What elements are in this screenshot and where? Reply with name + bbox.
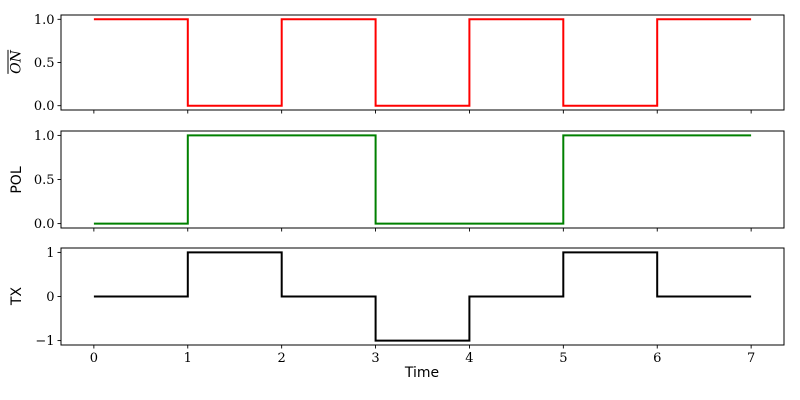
- y-tick-label: 1.0: [34, 129, 55, 144]
- y-tick-label: 0.5: [34, 173, 55, 188]
- x-tick-label: 6: [653, 351, 661, 366]
- y-tick-label: 0: [46, 290, 54, 305]
- x-tick-label: 2: [278, 351, 286, 366]
- y-tick-label: 1: [46, 246, 54, 261]
- step-line-on-bar: [93, 18, 752, 107]
- y-tick-label: 1.0: [34, 13, 55, 28]
- y-tick-label: 0.0: [34, 99, 55, 114]
- on-overline-text: ON: [7, 50, 25, 74]
- x-axis-label-time: Time: [404, 365, 440, 381]
- x-tick-label: 4: [465, 351, 473, 366]
- x-tick-label: 7: [747, 351, 755, 366]
- y-axis-label-on: ON: [7, 50, 25, 74]
- step-line-tx: [93, 251, 752, 342]
- subplot-on-bar: 0.0 0.5 1.0: [34, 13, 785, 114]
- y-axis-label-tx: TX: [9, 286, 25, 306]
- x-tick-label: 1: [184, 351, 192, 366]
- y-tick-label: 0.5: [34, 56, 55, 71]
- step-line-pol: [93, 134, 752, 225]
- subplots-group: 0.0 0.5 1.0 0.0 0.5 1.0 −1 0 1 0 1 2 3 4 5 6 7: [34, 13, 785, 366]
- x-tick-label: 5: [559, 351, 567, 366]
- subplot-pol: 0.0 0.5 1.0: [34, 129, 785, 232]
- x-tick-label: 0: [90, 351, 98, 366]
- y-tick-label: 0.0: [34, 217, 55, 232]
- axes-box-pol: [60, 130, 785, 229]
- axes-box-on-bar: [60, 14, 785, 111]
- y-axis-label-pol: POL: [9, 166, 25, 194]
- x-tick-label: 3: [371, 351, 379, 366]
- subplot-tx: −1 0 1 0 1 2 3 4 5 6 7: [35, 246, 785, 366]
- y-tick-label: −1: [35, 334, 54, 349]
